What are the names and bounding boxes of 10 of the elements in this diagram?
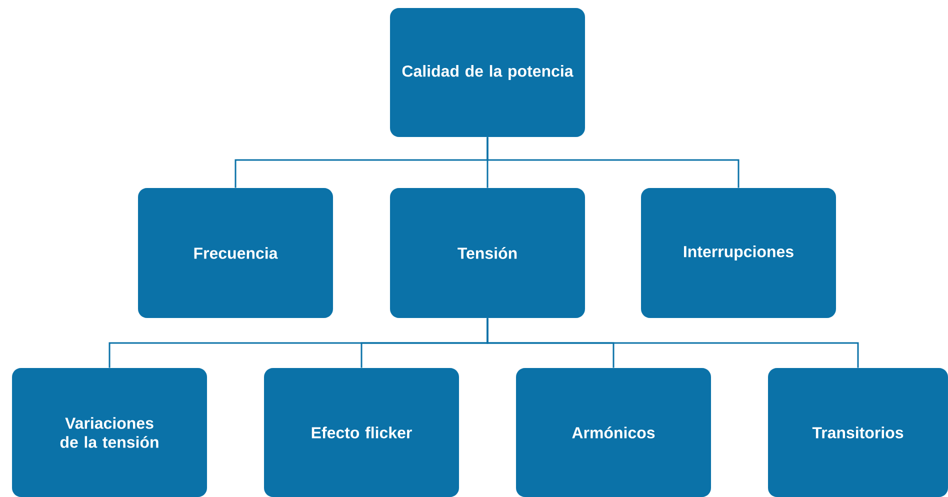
connector-line [486, 318, 859, 368]
category-box: Transitorios [768, 368, 948, 497]
connector-line [486, 137, 740, 188]
category-box: Efecto flicker [264, 368, 459, 497]
category-box: Armónicos [516, 368, 711, 497]
category-box: Tensión [390, 188, 585, 318]
category-box: Calidad de la potencia [390, 8, 585, 137]
category-box: Frecuencia [138, 188, 333, 318]
category-box: Interrupciones [641, 188, 836, 318]
category-box: Variaciones de la tensión [12, 368, 207, 497]
